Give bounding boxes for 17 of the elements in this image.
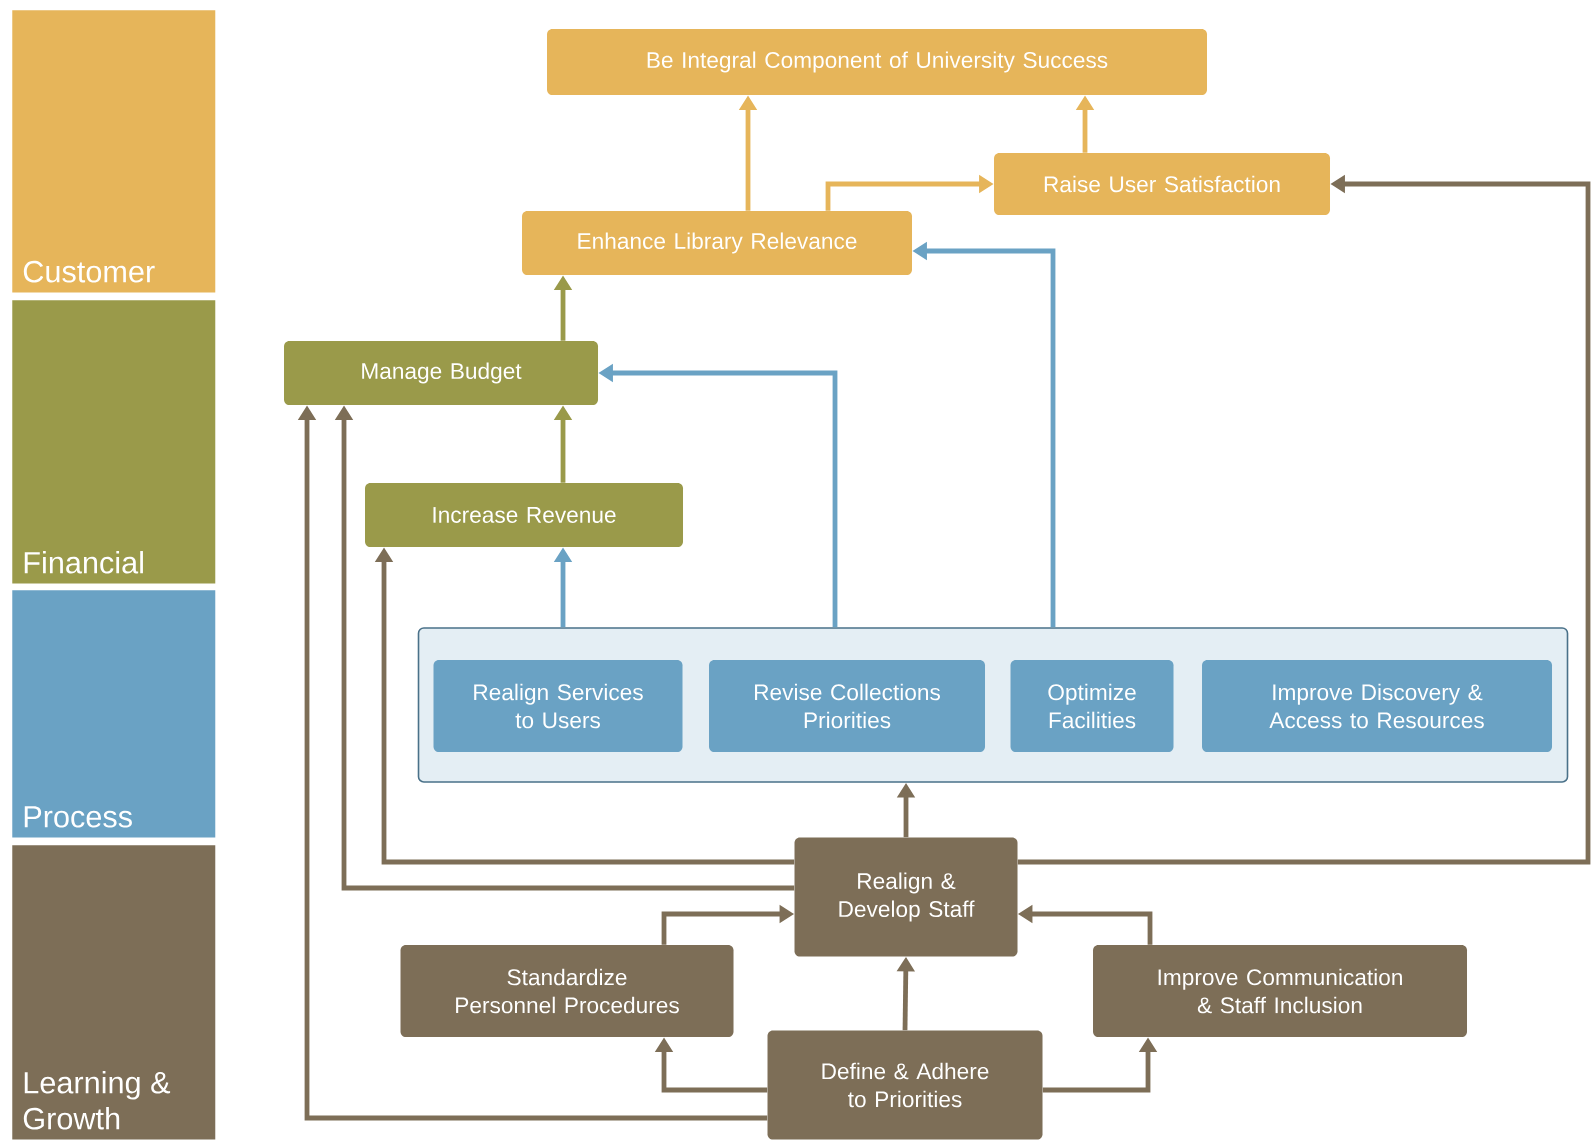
- category-band: Financial: [12, 300, 216, 584]
- category-band: Process: [12, 590, 216, 838]
- process-box: Realign Services to Users: [433, 660, 683, 752]
- process-box: Manage Budget: [284, 341, 598, 405]
- process-box: Raise User Satisfaction: [994, 153, 1330, 215]
- category-band: Learning & Growth: [12, 845, 216, 1140]
- process-box: Improve Communication & Staff Inclusion: [1093, 945, 1467, 1037]
- process-box: Enhance Library Relevance: [522, 211, 912, 275]
- process-box: Optimize Facilities: [1010, 660, 1174, 752]
- process-box: Improve Discovery & Access to Resources: [1202, 660, 1552, 752]
- process-box: Increase Revenue: [365, 483, 683, 547]
- process-box: Revise Collections Priorities: [709, 660, 985, 752]
- category-band: Customer: [12, 10, 216, 293]
- process-box: Realign & Develop Staff: [794, 837, 1018, 957]
- process-box: Define & Adhere to Priorities: [767, 1030, 1043, 1140]
- process-box: Standardize Personnel Procedures: [400, 945, 734, 1037]
- process-box: Be Integral Component of University Success: [547, 29, 1207, 95]
